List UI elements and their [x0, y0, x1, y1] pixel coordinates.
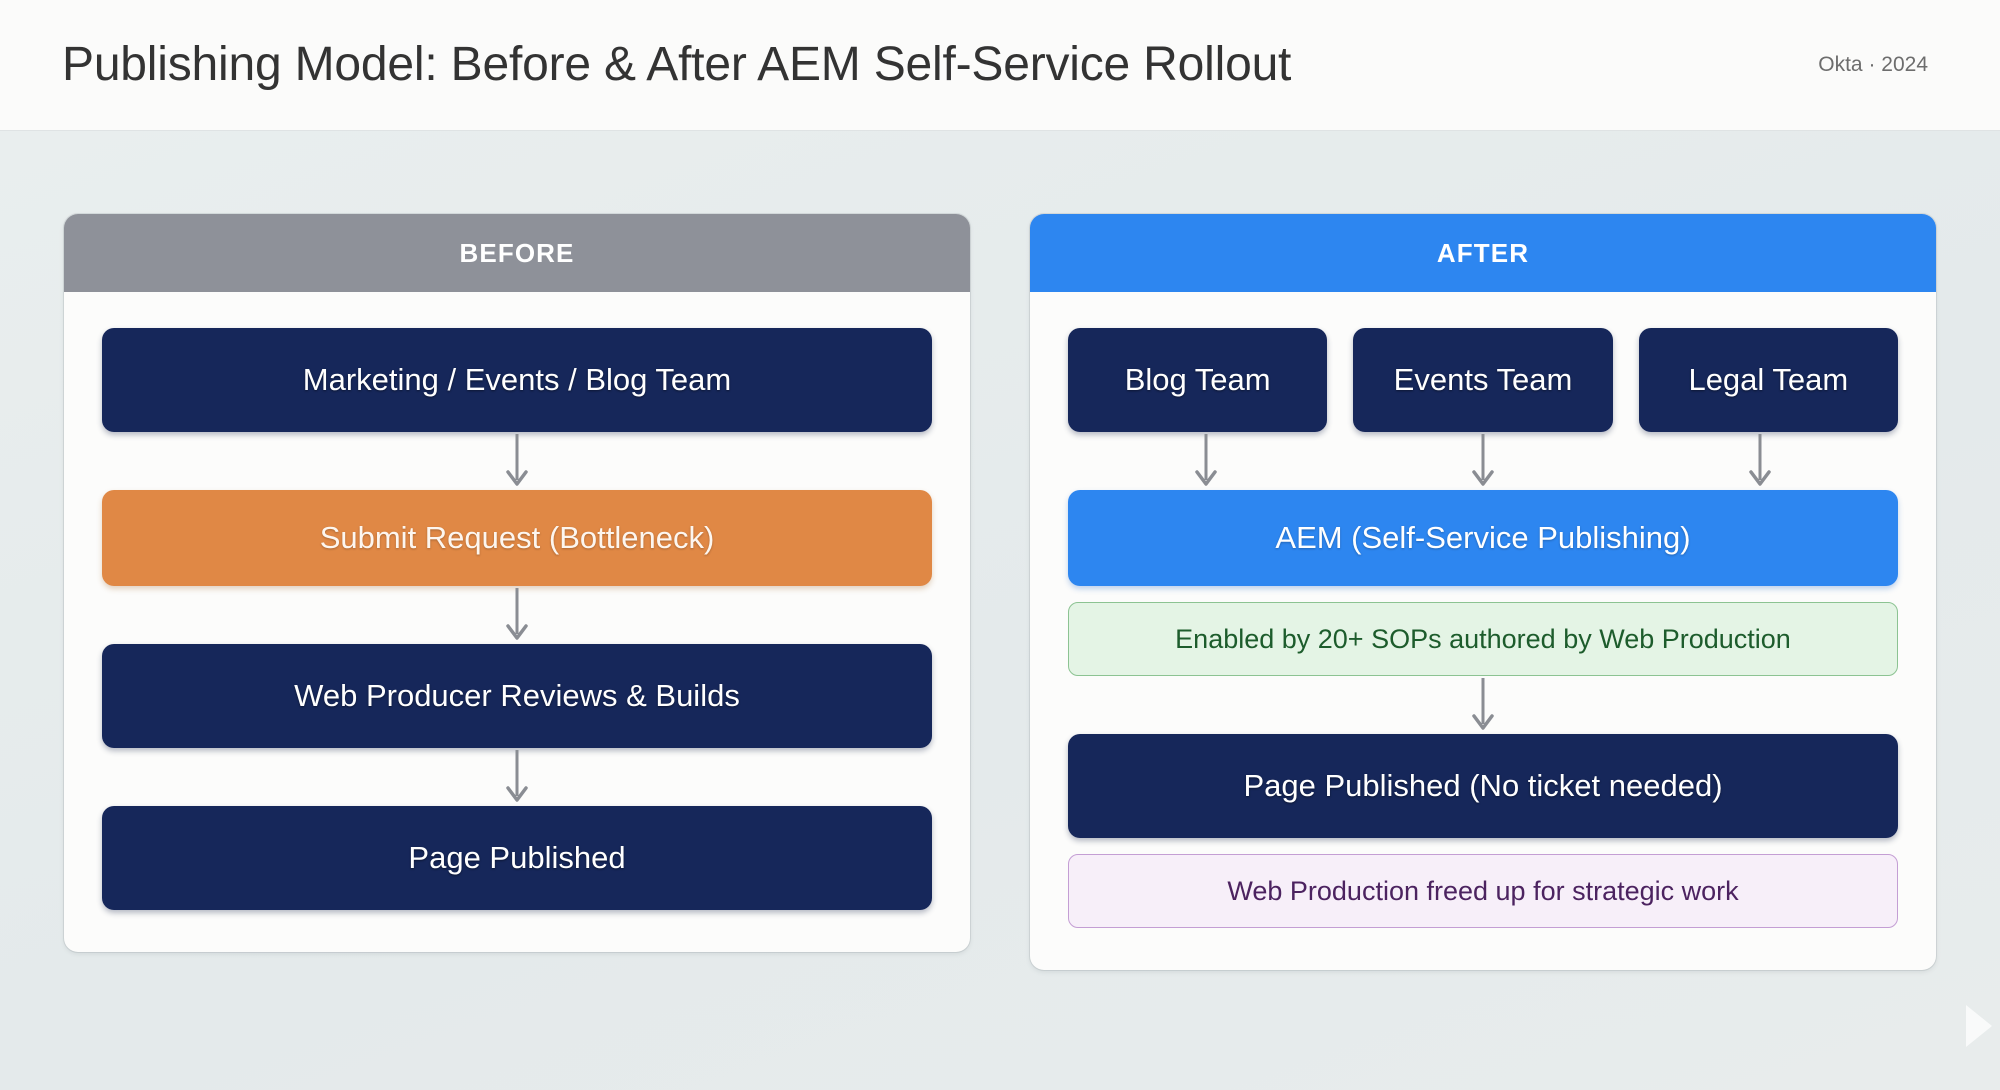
arrow-down-icon [504, 586, 530, 644]
node-label: Page Published (No ticket needed) [1243, 768, 1723, 803]
arrow-cell [1621, 432, 1898, 490]
before-panel-body: Marketing / Events / Blog Team Submit Re… [64, 292, 970, 952]
before-panel: BEFORE Marketing / Events / Blog Team Su… [64, 214, 970, 952]
after-team-row: Blog Team Events Team Legal Team [1068, 328, 1898, 432]
arrow-down-icon [1747, 432, 1773, 490]
arrow-down-icon [1470, 432, 1496, 490]
note-label: Enabled by 20+ SOPs authored by Web Prod… [1175, 623, 1791, 654]
before-node-page-published[interactable]: Page Published [102, 806, 932, 910]
arrow-cell [1068, 432, 1345, 490]
after-note-web-production-freed-up[interactable]: Web Production freed up for strategic wo… [1068, 854, 1898, 928]
after-node-page-published-no-ticket[interactable]: Page Published (No ticket needed) [1068, 734, 1898, 838]
node-label: Legal Team [1688, 362, 1849, 397]
app-header: Publishing Model: Before & After AEM Sel… [0, 0, 2000, 131]
node-label: Web Producer Reviews & Builds [294, 678, 740, 713]
diagram-canvas: BEFORE Marketing / Events / Blog Team Su… [0, 131, 2000, 1090]
note-label: Web Production freed up for strategic wo… [1227, 875, 1739, 906]
node-label: Events Team [1393, 362, 1573, 397]
after-node-events-team[interactable]: Events Team [1353, 328, 1613, 432]
before-node-web-producer-reviews-builds[interactable]: Web Producer Reviews & Builds [102, 644, 932, 748]
node-label: AEM (Self-Service Publishing) [1275, 520, 1691, 555]
after-node-legal-team[interactable]: Legal Team [1638, 328, 1898, 432]
before-node-submit-request-bottleneck[interactable]: Submit Request (Bottleneck) [102, 490, 932, 586]
before-panel-header: BEFORE [64, 214, 970, 292]
after-team-arrow-row [1068, 432, 1898, 490]
after-node-aem-self-service-publishing[interactable]: AEM (Self-Service Publishing) [1068, 490, 1898, 586]
after-note-sops-enabled[interactable]: Enabled by 20+ SOPs authored by Web Prod… [1068, 602, 1898, 676]
after-panel-body: Blog Team Events Team Legal Team [1030, 292, 1936, 970]
arrow-down-icon [504, 432, 530, 490]
arrow-down-icon [504, 748, 530, 806]
after-panel-header: AFTER [1030, 214, 1936, 292]
chevron-right-icon[interactable] [1964, 999, 1994, 1053]
arrow-cell [1345, 432, 1622, 490]
node-label: Marketing / Events / Blog Team [302, 362, 732, 397]
page-title: Publishing Model: Before & After AEM Sel… [62, 37, 1292, 91]
node-label: Blog Team [1124, 362, 1271, 397]
node-label: Submit Request (Bottleneck) [319, 520, 715, 555]
after-panel: AFTER Blog Team Events Team Legal Team [1030, 214, 1936, 970]
node-label: Page Published [408, 840, 626, 875]
before-node-marketing-events-blog-team[interactable]: Marketing / Events / Blog Team [102, 328, 932, 432]
comparison-columns: BEFORE Marketing / Events / Blog Team Su… [64, 214, 1936, 970]
arrow-down-icon [1470, 676, 1496, 734]
after-node-blog-team[interactable]: Blog Team [1068, 328, 1328, 432]
header-meta-label: Okta · 2024 [1818, 53, 1928, 76]
arrow-down-icon [1193, 432, 1219, 490]
